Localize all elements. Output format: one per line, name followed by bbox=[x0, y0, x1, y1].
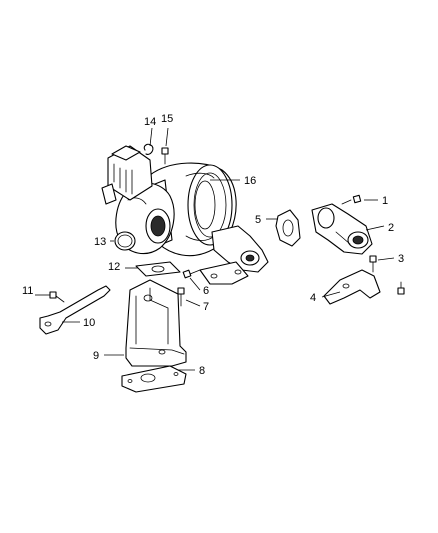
turbocharger bbox=[101, 145, 269, 285]
callout-2: 2 bbox=[388, 222, 394, 234]
bolt-11-part bbox=[49, 291, 65, 303]
callout-15: 15 bbox=[161, 113, 173, 125]
ring-gasket-part bbox=[114, 231, 136, 251]
flange-gasket-part bbox=[135, 261, 181, 277]
callout-3: 3 bbox=[398, 253, 404, 265]
callout-6: 6 bbox=[203, 285, 209, 297]
bracket-arm-part bbox=[39, 285, 111, 335]
callout-5: 5 bbox=[255, 214, 261, 226]
small-bolt-part bbox=[161, 147, 169, 165]
callout-1: 1 bbox=[382, 195, 388, 207]
callout-labels: 1 2 3 4 5 6 7 8 9 10 11 12 13 14 15 16 bbox=[22, 113, 404, 377]
elbow-outlet-part bbox=[311, 203, 373, 255]
callout-9: 9 bbox=[93, 350, 99, 362]
callout-16: 16 bbox=[244, 175, 256, 187]
clip-part bbox=[143, 143, 154, 155]
callout-13: 13 bbox=[94, 236, 106, 248]
callout-7: 7 bbox=[203, 301, 209, 313]
callout-8: 8 bbox=[199, 365, 205, 377]
bolt-6-part bbox=[182, 269, 201, 279]
support-bracket-part bbox=[125, 279, 187, 367]
lower-bracket-part bbox=[323, 269, 381, 305]
callout-10: 10 bbox=[83, 317, 95, 329]
outlet-gasket-part bbox=[275, 209, 301, 247]
bolt-7-part bbox=[177, 287, 185, 307]
bolt-1-part bbox=[341, 194, 362, 205]
callout-14: 14 bbox=[144, 116, 156, 128]
callout-12: 12 bbox=[108, 261, 120, 273]
bolt-3b-part bbox=[397, 281, 405, 295]
plate-gasket-part bbox=[121, 365, 187, 393]
leader-lines bbox=[35, 127, 395, 371]
bolt-3-part bbox=[369, 255, 377, 273]
callout-4: 4 bbox=[310, 292, 316, 304]
callout-11: 11 bbox=[22, 285, 33, 297]
